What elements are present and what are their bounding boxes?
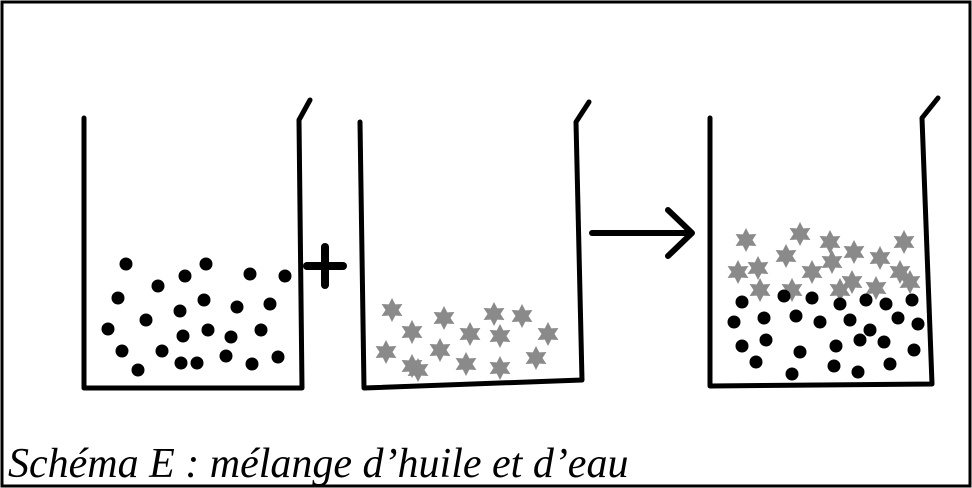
water-particle xyxy=(905,293,919,307)
water-particle xyxy=(749,355,763,369)
water-particle xyxy=(174,356,188,370)
oil-particle xyxy=(869,246,891,270)
oil-particle xyxy=(821,250,843,274)
oil-particle xyxy=(511,304,533,328)
water-particle xyxy=(115,344,129,358)
oil-particle xyxy=(829,278,851,302)
water-particle xyxy=(151,279,165,293)
oil-particle xyxy=(749,278,771,302)
water-particle xyxy=(190,356,204,370)
water-particle xyxy=(853,333,867,347)
oil-particle xyxy=(841,270,863,294)
water-particle xyxy=(757,311,771,325)
water-particle xyxy=(843,313,857,327)
oil-particle xyxy=(429,338,451,362)
oil-particle xyxy=(459,322,481,346)
water-particle xyxy=(278,269,292,283)
water-particle xyxy=(735,295,749,309)
oil-particle xyxy=(401,320,423,344)
water-particle xyxy=(176,329,190,343)
water-particle xyxy=(735,339,749,353)
water-particle xyxy=(243,267,257,281)
water-particle xyxy=(859,293,873,307)
oil-particle xyxy=(775,244,797,268)
mixture-water-layer xyxy=(727,289,925,381)
water-particle xyxy=(829,339,843,353)
water-particle xyxy=(851,365,865,379)
water-particle xyxy=(833,297,847,311)
oil-particle xyxy=(433,306,455,330)
oil-particle xyxy=(819,230,841,254)
oil-particle xyxy=(525,346,547,370)
reaction-arrow xyxy=(589,207,695,259)
oil-particle xyxy=(789,222,811,246)
water-particle xyxy=(911,317,925,331)
water-particle xyxy=(101,322,115,336)
water-particle xyxy=(263,297,277,311)
oil-particle xyxy=(455,352,477,376)
beaker-mixture xyxy=(707,95,941,389)
plus-sign xyxy=(303,243,347,289)
oil-particle xyxy=(381,298,403,322)
water-particle xyxy=(813,315,827,329)
water-particle xyxy=(883,357,897,371)
oil-particle xyxy=(843,240,865,264)
oil-particle xyxy=(889,260,911,284)
water-particle xyxy=(197,293,211,307)
water-particle xyxy=(877,335,891,349)
water-particle xyxy=(201,323,215,337)
water-particle xyxy=(789,309,803,323)
oil-particle xyxy=(893,230,915,254)
water-particle xyxy=(785,367,799,381)
water-particle xyxy=(119,257,133,271)
water-particle xyxy=(793,345,807,359)
water-particle xyxy=(155,344,169,358)
oil-particle xyxy=(801,260,823,284)
oil-particle xyxy=(489,356,511,380)
figure-caption: Schéma E : mélange d’huile et d’eau xyxy=(8,441,629,487)
water-particle xyxy=(907,343,921,357)
water-particle xyxy=(131,363,145,377)
water-particle xyxy=(245,357,259,371)
water-particle xyxy=(805,291,819,305)
water-particle xyxy=(727,315,741,329)
oil-particle xyxy=(483,302,505,326)
mixture-oil-layer xyxy=(727,222,921,302)
oil-particle xyxy=(781,278,803,302)
water-particle xyxy=(254,323,268,337)
water-particle xyxy=(891,311,905,325)
beaker-water xyxy=(81,97,313,391)
oil-particles xyxy=(375,298,559,382)
oil-particle xyxy=(375,340,397,364)
water-particle xyxy=(879,297,893,311)
water-particle xyxy=(827,359,841,373)
water-particle xyxy=(777,289,791,303)
water-particle xyxy=(219,349,233,363)
water-particle xyxy=(759,333,773,347)
water-particle xyxy=(173,304,187,318)
water-particle xyxy=(111,291,125,305)
water-particle xyxy=(199,257,213,271)
water-particle xyxy=(178,269,192,283)
oil-particle xyxy=(489,324,511,348)
water-particle xyxy=(230,300,244,314)
water-particle xyxy=(224,330,238,344)
oil-particle xyxy=(865,276,887,300)
water-particle xyxy=(139,313,153,327)
oil-particle xyxy=(899,270,921,294)
oil-particle xyxy=(727,260,749,284)
water-particle xyxy=(863,323,877,337)
oil-particle xyxy=(747,256,769,280)
oil-particle xyxy=(407,358,429,382)
oil-particle xyxy=(735,228,757,252)
water-particle xyxy=(271,350,285,364)
water-particles xyxy=(101,257,292,377)
beaker-oil xyxy=(357,99,592,391)
oil-particle xyxy=(537,322,559,346)
